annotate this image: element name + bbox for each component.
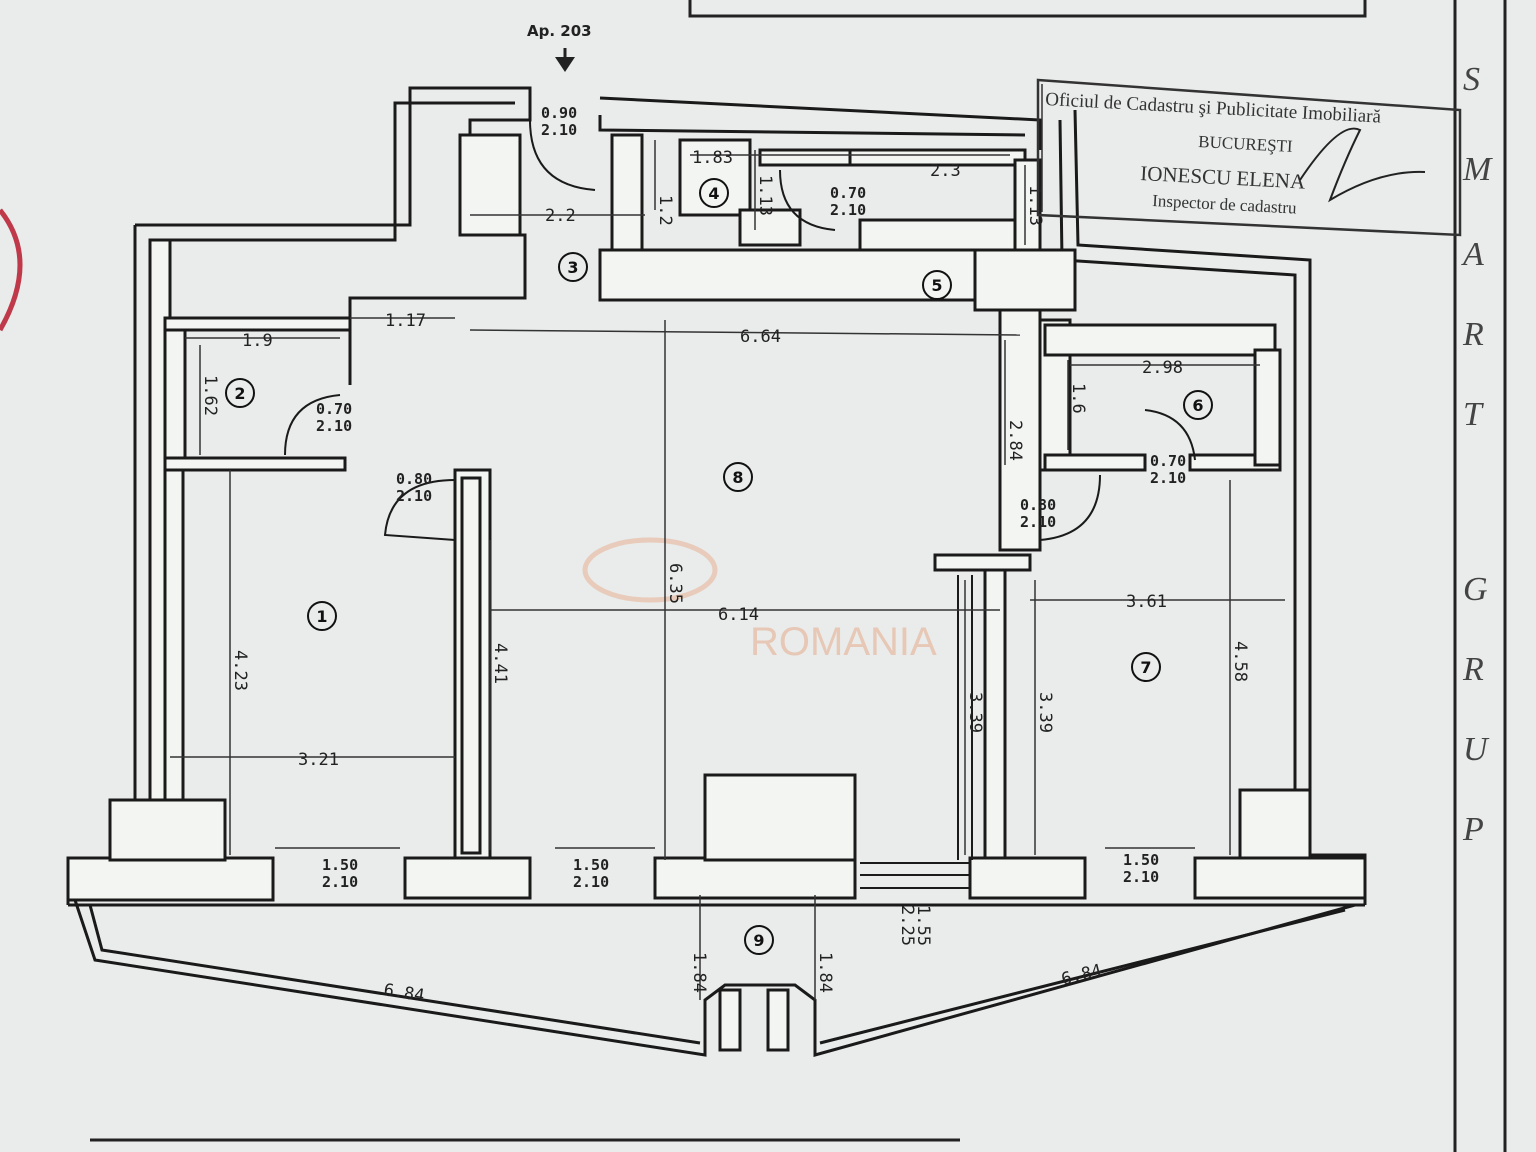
room-marker-9: 9 [744, 925, 774, 955]
side-letter: S [1463, 61, 1480, 98]
dim-label: 1.17 [385, 311, 426, 331]
side-letter: T [1463, 396, 1484, 433]
signature-icon [1299, 127, 1426, 203]
room-markers: 1 2 3 4 5 6 7 8 9 [225, 178, 1213, 955]
dim-label: 4.41 [490, 643, 510, 684]
door-width: 0.70 [316, 400, 352, 418]
door-labels: 0.90 2.10 0.70 2.10 0.70 2.10 0.80 2.10 … [316, 104, 1186, 891]
dim-label: 1.62 [200, 375, 220, 416]
room-marker-3: 3 [558, 252, 588, 282]
door-width: 0.80 [396, 470, 432, 488]
dim-label: 6.14 [718, 605, 759, 625]
door-height: 2.10 [1123, 868, 1159, 886]
stamp-line2: BUCUREŞTI [1198, 132, 1294, 156]
dim-label: 1.2 [655, 195, 675, 226]
dim-label: 6.35 [665, 563, 685, 604]
door-width: 1.50 [573, 856, 609, 874]
door-swings [284, 119, 1196, 541]
door-height: 2.10 [541, 121, 577, 139]
door-height: 2.10 [830, 201, 866, 219]
door-width: 0.70 [1150, 452, 1186, 470]
svg-text:6: 6 [1192, 396, 1203, 415]
svg-text:2: 2 [234, 384, 245, 403]
door-height: 2.10 [396, 487, 432, 505]
room-marker-2: 2 [225, 378, 255, 408]
dim-label: 3.21 [298, 750, 339, 770]
side-branding: S M A R T G R U P [1461, 61, 1493, 848]
side-letter: P [1462, 811, 1484, 848]
door-swing-entry [529, 119, 596, 191]
door-height: 2.10 [316, 417, 352, 435]
svg-text:1: 1 [316, 607, 327, 626]
door-swing-bath [779, 169, 836, 231]
room-marker-8: 8 [723, 462, 753, 492]
door-swing-room2 [284, 394, 341, 456]
dim-label: 2.2 [545, 206, 576, 226]
door-swing-room1 [383, 479, 456, 541]
dim-label: 1.84 [815, 952, 835, 993]
side-letter: G [1463, 571, 1488, 608]
dim-label: 3.39 [1035, 692, 1055, 733]
dim-label: 1.83 [692, 148, 733, 168]
dim-label: 1.84 [689, 952, 709, 993]
room-marker-4: 4 [699, 178, 729, 208]
door-height: 2.10 [573, 873, 609, 891]
dim-label: 1.55 [913, 905, 933, 946]
door-height: 2.10 [1020, 513, 1056, 531]
door-swing-room7 [1039, 474, 1101, 541]
svg-text:8: 8 [732, 468, 743, 487]
side-letter: M [1462, 151, 1493, 188]
dim-label: 1.6 [1068, 383, 1088, 414]
door-height: 2.10 [1150, 469, 1186, 487]
door-width: 0.90 [541, 104, 577, 122]
side-letter: U [1463, 731, 1490, 768]
dim-label: 6.64 [740, 327, 781, 347]
side-letter: R [1462, 651, 1484, 688]
dim-label: 2.98 [1142, 358, 1183, 378]
dim-label: 2.84 [1005, 420, 1025, 461]
svg-text:3: 3 [567, 258, 578, 277]
room-marker-5: 5 [922, 270, 952, 300]
door-width: 0.80 [1020, 496, 1056, 514]
door-width: 1.50 [1123, 851, 1159, 869]
door-swing-room6 [1144, 409, 1196, 461]
window-sills [860, 575, 973, 889]
dim-label: 2.3 [930, 161, 961, 181]
red-stamp-fragment [0, 208, 23, 332]
svg-text:7: 7 [1140, 658, 1151, 677]
door-width: 0.70 [830, 184, 866, 202]
side-letter: A [1461, 236, 1484, 273]
apartment-label: Ap. 203 [527, 22, 592, 40]
frame-top [688, 0, 1367, 18]
dim-label: 1.13 [755, 175, 775, 216]
watermark-logo [582, 537, 718, 603]
dim-label: 1.9 [242, 331, 273, 351]
door-width: 1.50 [322, 856, 358, 874]
entry-arrow-icon [555, 57, 575, 72]
dim-label: 2.25 [897, 905, 917, 946]
room-marker-7: 7 [1131, 652, 1161, 682]
room-marker-6: 6 [1183, 390, 1213, 420]
watermark-text: ROMANIA [750, 620, 937, 664]
dimension-lines [170, 140, 1285, 1000]
svg-text:9: 9 [753, 931, 764, 950]
dim-label: 4.58 [1230, 641, 1250, 682]
svg-text:5: 5 [931, 276, 942, 295]
room-marker-1: 1 [307, 601, 337, 631]
svg-text:4: 4 [708, 184, 719, 203]
side-letter: R [1462, 316, 1484, 353]
dim-label: 3.61 [1126, 592, 1167, 612]
internal-walls [66, 133, 1367, 1052]
dim-label: 4.23 [230, 650, 250, 691]
door-height: 2.10 [322, 873, 358, 891]
dim-label: 3.39 [965, 692, 985, 733]
